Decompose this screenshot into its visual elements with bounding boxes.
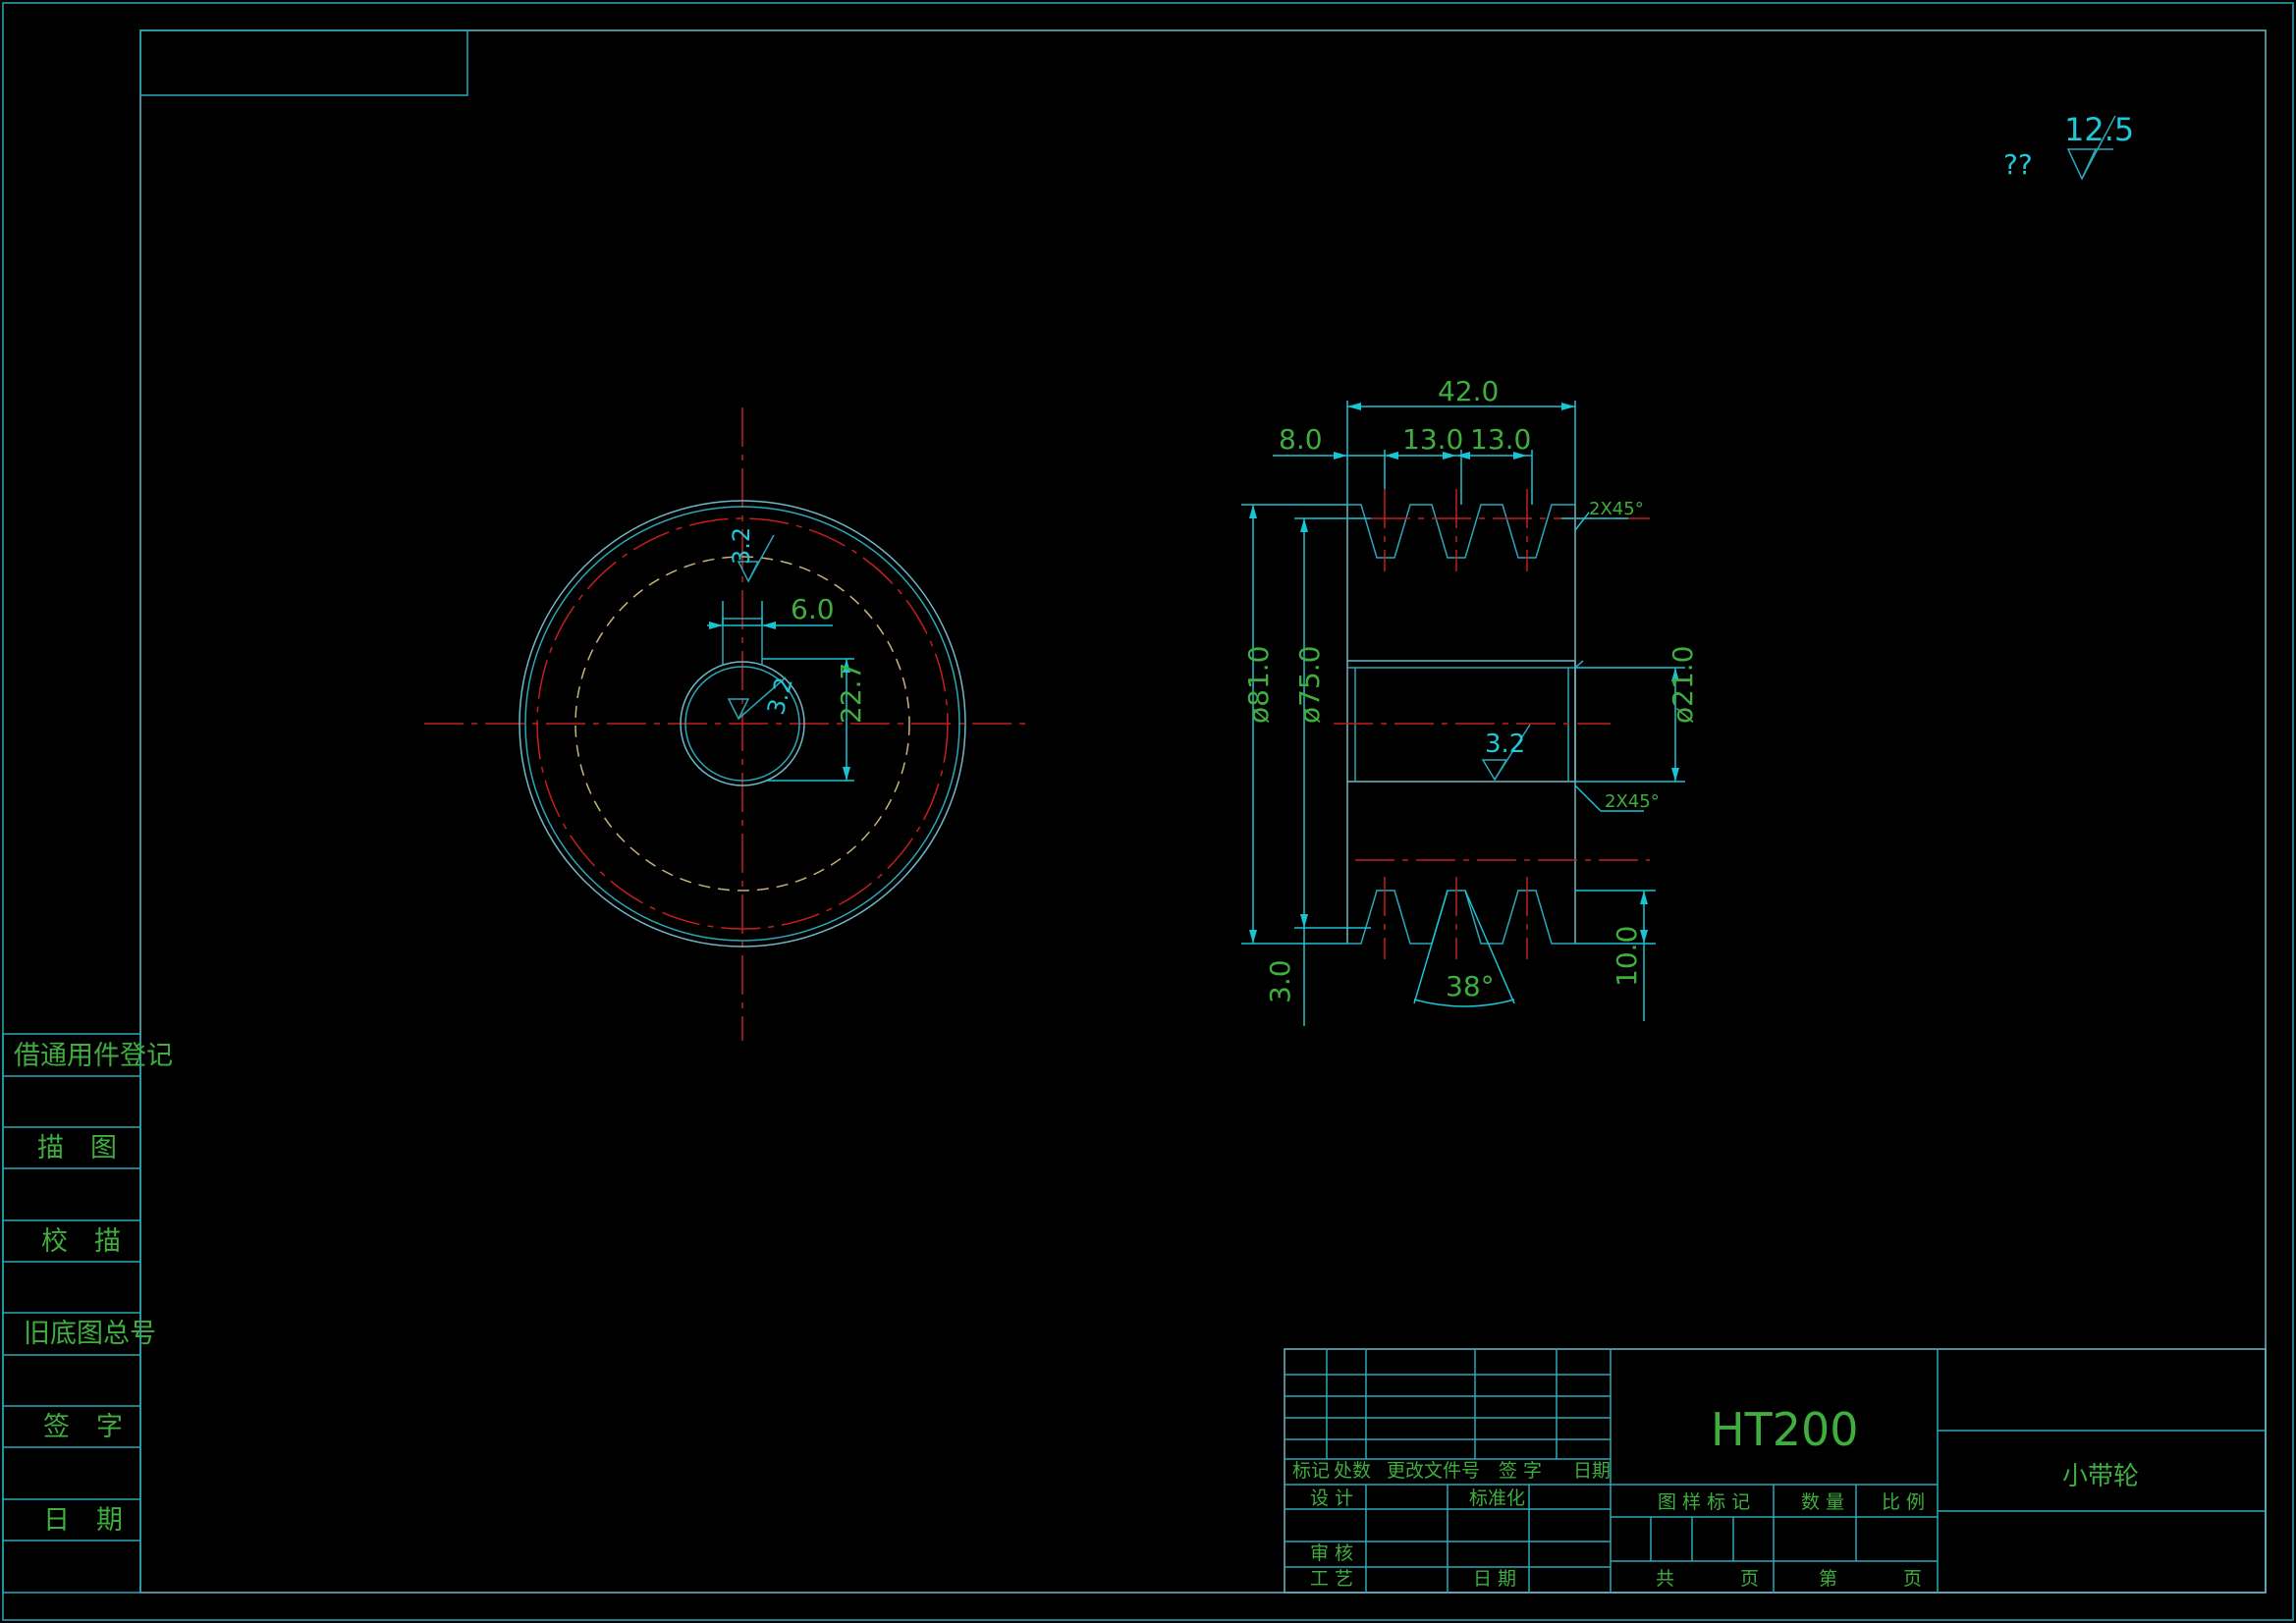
outer-circle-2 [524, 506, 960, 942]
bore-circle [680, 661, 805, 786]
quantity-label: 数 量 [1801, 1491, 1844, 1513]
sidebar-label-tracing: 描 图 [37, 1133, 117, 1163]
keyway-height-dim: 22.7 [835, 663, 867, 724]
sheet-label: 第 [1819, 1568, 1837, 1590]
keyway-outline [722, 618, 763, 666]
rev-header-mark: 标记 [1292, 1460, 1330, 1482]
groove-bottom-hidden-circle [574, 556, 910, 892]
front-view: 6.0 22.7 3.2 3.2 [424, 407, 1031, 1041]
bore-roughness: 3.2 [762, 675, 798, 718]
inner-frame [139, 29, 2267, 1594]
part-name-label: 小带轮 [2062, 1462, 2139, 1491]
rev-header-count: 处数 [1334, 1460, 1371, 1482]
groove-pitch-dim-1: 13.0 [1402, 423, 1463, 456]
title-block: HT200 小带轮 标记 处数 更改文件号 签 字 日期 设 计 标准化 审 核… [1284, 1348, 2267, 1594]
pitch-circle [536, 517, 949, 930]
side-view: 42.0 8.0 13.0 13.0 2X45° 2X45° ø81.0 [1241, 375, 1699, 1026]
rev-header-sign: 签 字 [1499, 1460, 1542, 1482]
material-label: HT200 [1711, 1403, 1859, 1456]
chamfer-bore-dim: 2X45° [1605, 791, 1660, 812]
review-label: 审 核 [1310, 1542, 1353, 1564]
standardize-label: 标准化 [1469, 1488, 1525, 1509]
page2-label: 页 [1903, 1568, 1922, 1590]
overall-width-dim: 42.0 [1438, 375, 1499, 407]
roughness-general-prefix: ?? [2003, 148, 2033, 181]
keyway-width-dim: 6.0 [791, 593, 835, 625]
groove-angle-dim: 38° [1446, 970, 1495, 1002]
date-label: 日 期 [1473, 1568, 1516, 1590]
process-label: 工 艺 [1310, 1568, 1353, 1590]
groove-pitch-dim-2: 13.0 [1470, 423, 1531, 456]
keyway-roughness: 3.2 [728, 527, 755, 565]
top-groove-profile [1347, 504, 1575, 559]
rev-header-doc: 更改文件号 [1387, 1460, 1480, 1482]
scale-label: 比 例 [1882, 1491, 1925, 1513]
design-label: 设 计 [1310, 1488, 1353, 1509]
edge-offset-dim: 8.0 [1279, 423, 1323, 456]
chamfer-top-dim: 2X45° [1589, 499, 1644, 519]
pitch-diameter-dim: ø75.0 [1293, 646, 1326, 724]
outer-circle-1 [519, 500, 966, 947]
rev-header-date: 日期 [1573, 1460, 1611, 1482]
sidebar-label-signature: 签 字 [43, 1412, 123, 1442]
bore-diameter-dim: ø21.0 [1667, 646, 1699, 724]
sidebar-label-date: 日 期 [43, 1505, 123, 1536]
roughness-general-value: 12.5 [2064, 111, 2134, 148]
top-left-code-box [139, 29, 468, 96]
hub-roughness: 3.2 [1485, 730, 1525, 759]
general-roughness-symbol: ?? 12.5 [2003, 111, 2134, 181]
groove-depth-dim: 10.0 [1611, 926, 1643, 987]
groove-top-depth-dim: 3.0 [1264, 959, 1296, 1003]
bore-inner-circle [684, 666, 800, 782]
left-registration-table: 借通用件登记 描 图 校 描 旧底图总号 签 字 日 期 [2, 1033, 173, 1594]
page-label: 页 [1740, 1568, 1759, 1590]
outer-diameter-dim: ø81.0 [1242, 646, 1275, 724]
sidebar-label-common-parts: 借通用件登记 [14, 1041, 173, 1071]
sidebar-label-check-tracing: 校 描 [41, 1226, 121, 1257]
sample-mark-label: 图 样 标 记 [1658, 1491, 1750, 1513]
total-label: 共 [1656, 1568, 1674, 1590]
bottom-groove-profile [1347, 890, 1575, 945]
sidebar-label-old-drawing-no: 旧底图总号 [24, 1319, 156, 1349]
